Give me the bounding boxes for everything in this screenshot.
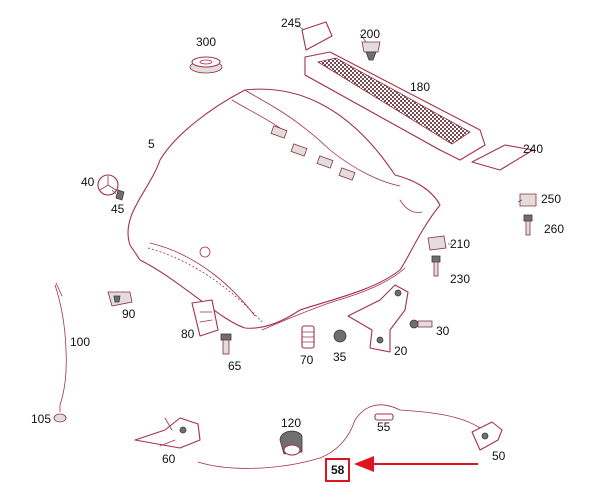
callout-50: 50 [492, 449, 506, 463]
hood-part [127, 88, 441, 331]
callout-35: 35 [333, 350, 347, 364]
seal-part-245 [301, 21, 333, 51]
callout-240: 240 [523, 142, 544, 156]
callout-180: 180 [410, 80, 431, 94]
callout-250: 250 [541, 192, 562, 206]
bracket-part-80 [191, 299, 219, 337]
screw-part-260 [523, 214, 533, 236]
bolt-part-30 [409, 319, 433, 329]
hinge-part-20 [347, 284, 409, 353]
cable-clip-part-120 [279, 430, 303, 456]
hood-lock-part-60 [134, 417, 201, 449]
hood-rod-part-100 [54, 284, 67, 413]
release-cable-part-58 [197, 419, 356, 469]
cowl-grille-part [304, 51, 486, 161]
callout-65: 65 [228, 359, 242, 373]
bolt-part-65 [220, 333, 232, 355]
callout-200: 200 [360, 27, 381, 41]
callout-210: 210 [450, 237, 471, 251]
clip-part-200 [361, 41, 381, 61]
callout-60: 60 [162, 452, 176, 466]
grommet-part-300 [189, 56, 223, 74]
callout-90: 90 [122, 307, 136, 321]
bolt-part-35 [333, 329, 347, 343]
clip-part-210 [427, 235, 447, 251]
release-handle-part-50 [471, 421, 503, 451]
callout-120: 120 [281, 416, 302, 430]
callout-58: 58 [331, 463, 345, 477]
callout-70: 70 [300, 353, 314, 367]
release-cable-part-55 [354, 404, 481, 429]
clip-part-250 [519, 193, 537, 207]
highlight-box-58: 58 [325, 458, 351, 482]
callout-45: 45 [111, 202, 125, 216]
screw-part-230 [431, 255, 441, 277]
callout-230: 230 [450, 272, 471, 286]
grommet-part-105 [53, 413, 67, 423]
screw-part-45 [115, 189, 125, 201]
holder-part-90 [107, 291, 133, 307]
bumper-part-70 [301, 325, 315, 349]
callout-245: 245 [281, 16, 302, 30]
callout-100: 100 [70, 335, 91, 349]
callout-40: 40 [81, 175, 95, 189]
callout-300: 300 [196, 35, 217, 49]
callout-5: 5 [148, 137, 155, 151]
callout-30: 30 [436, 324, 450, 338]
callout-20: 20 [394, 344, 408, 358]
emblem-part-40 [97, 174, 119, 196]
callout-260: 260 [544, 222, 565, 236]
callout-55: 55 [377, 420, 391, 434]
callout-105: 105 [31, 412, 52, 426]
seal-part-240 [471, 144, 534, 171]
callout-80: 80 [181, 327, 195, 341]
